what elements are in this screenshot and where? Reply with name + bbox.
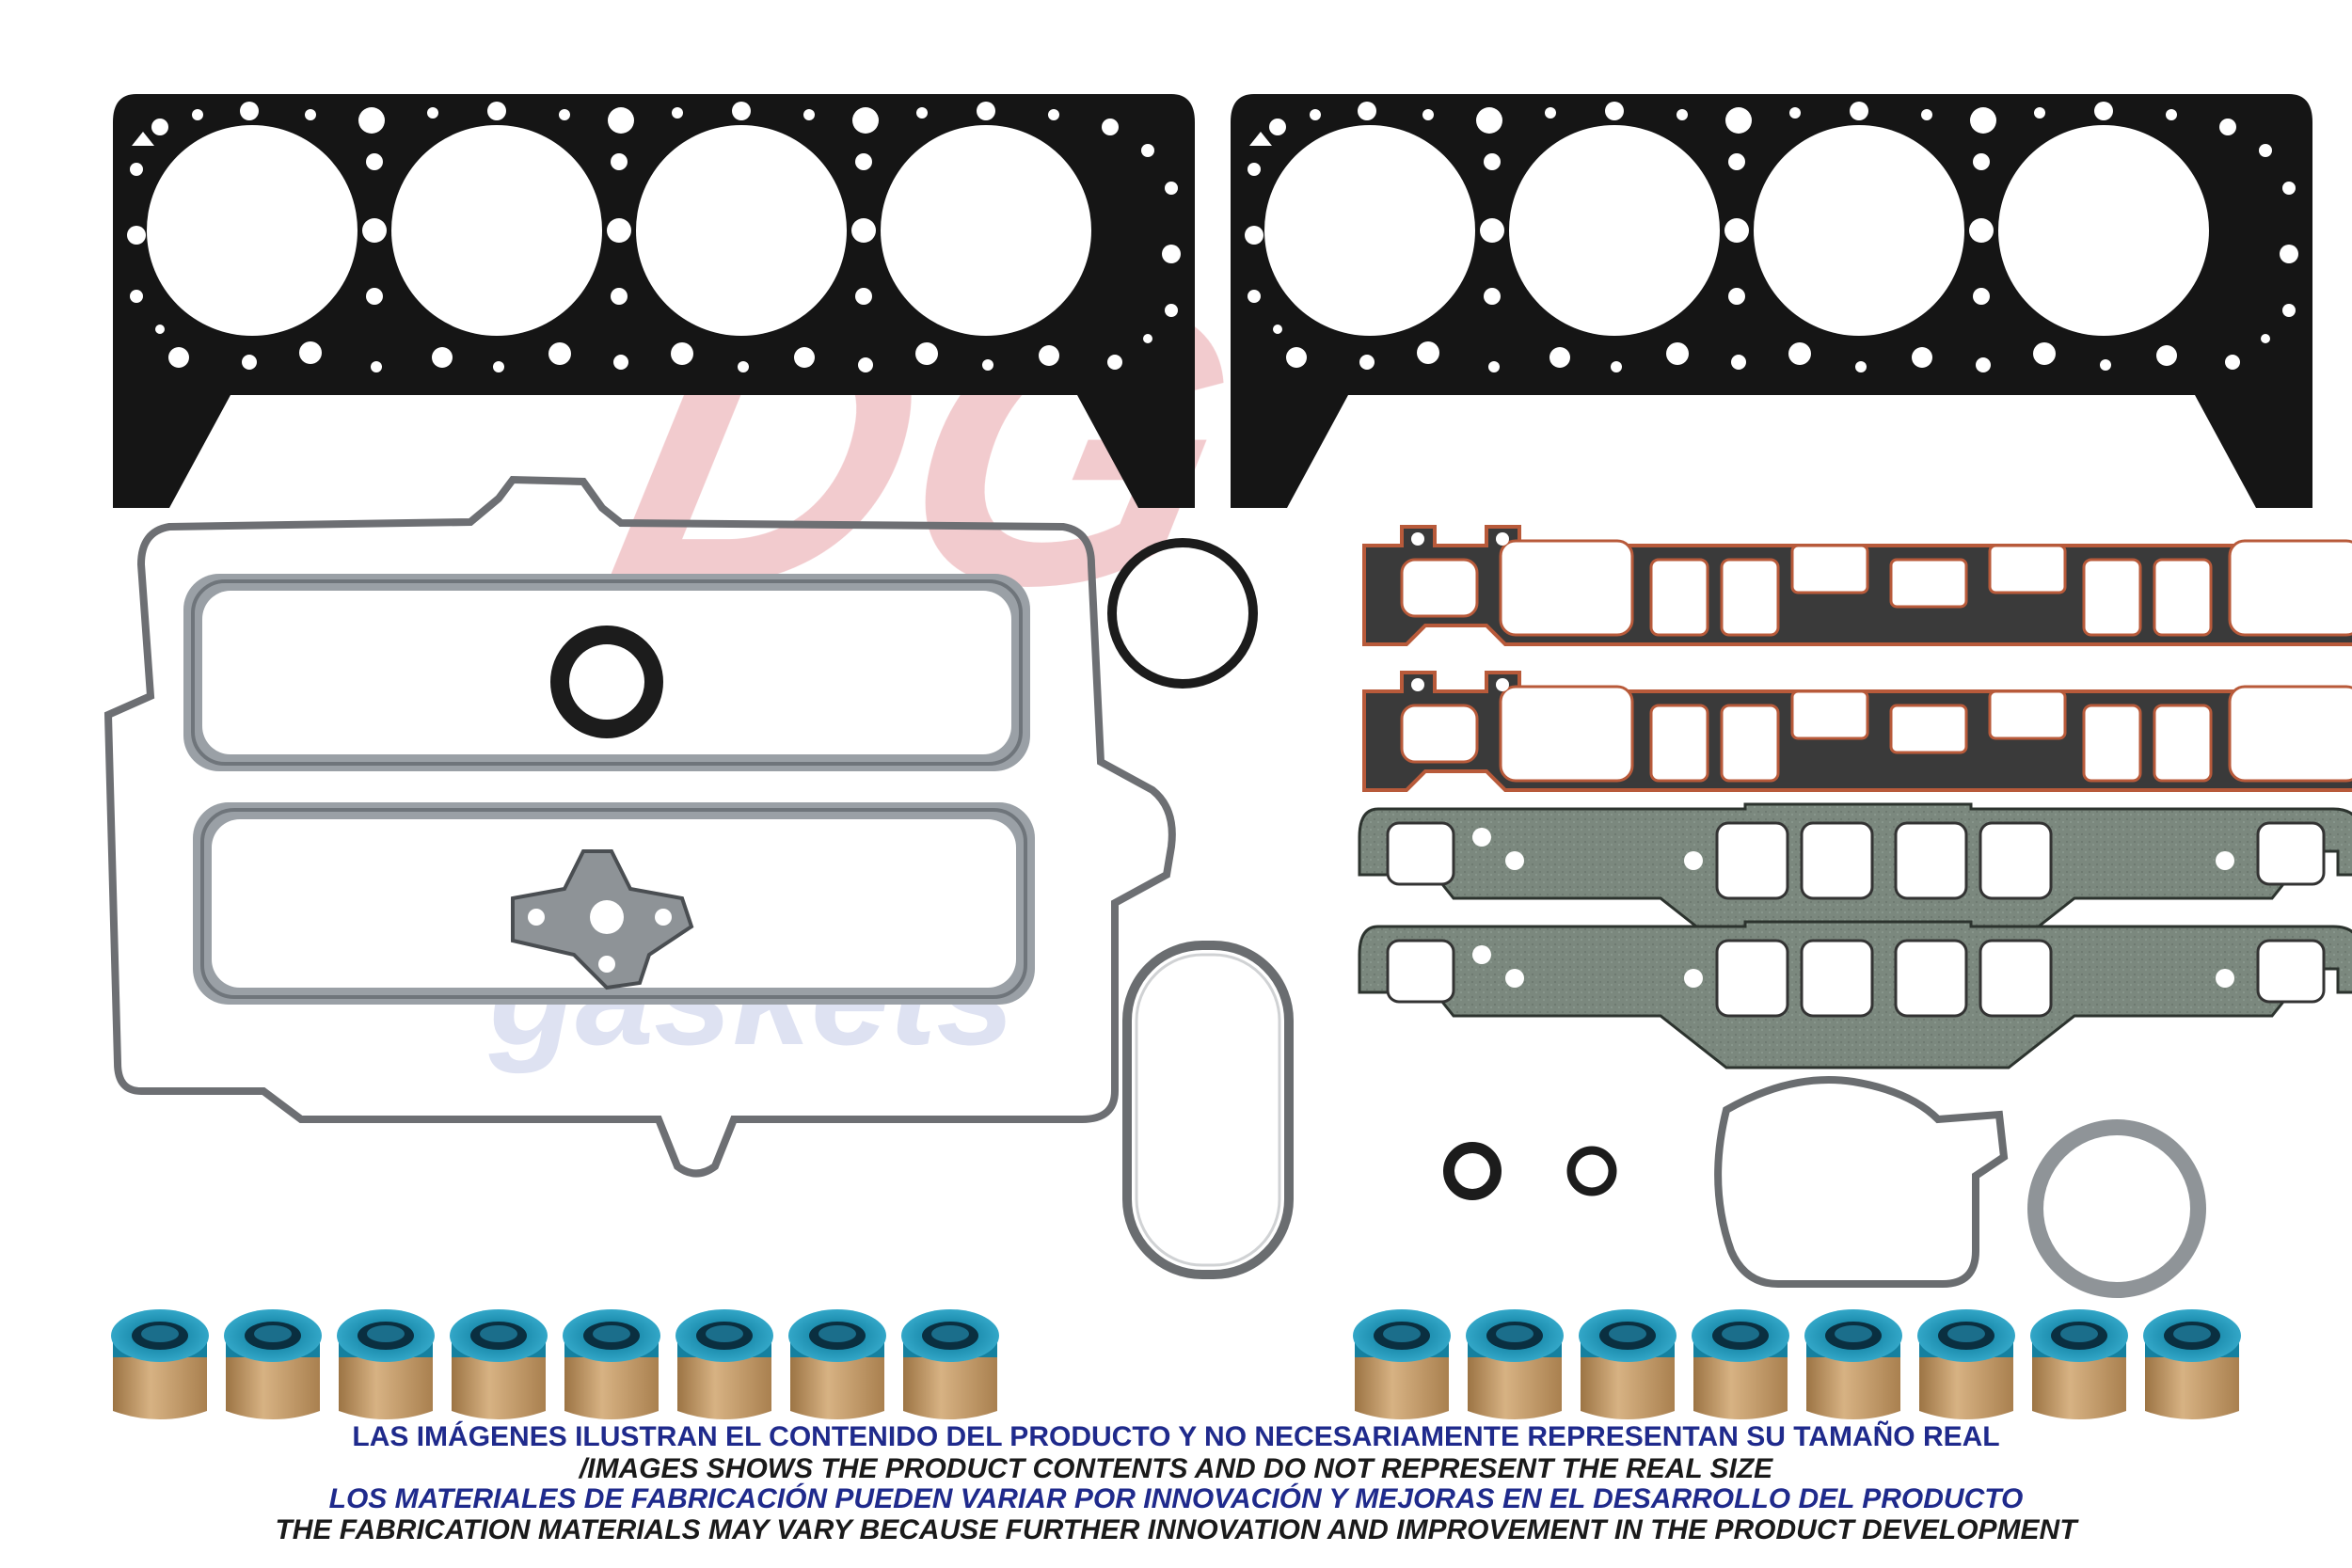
oring-large <box>1107 538 1258 689</box>
timing-cover-gasket <box>1714 1076 2009 1288</box>
rear-main-seal-gasket <box>2027 1119 2206 1298</box>
disclaimer-line-english-size: /IMAGES SHOWS THE PRODUCT CONTENTS AND D… <box>579 1453 1773 1484</box>
valve-cover-perimeter-gasket <box>103 475 1176 1178</box>
valve-seals-right <box>1353 1309 2241 1419</box>
disclaimer-line-spanish-materials: LOS MATERIALES DE FABRICACIÓN PUEDEN VAR… <box>328 1483 2024 1514</box>
egr-gasket <box>511 849 694 990</box>
oring-small-2 <box>1566 1146 1617 1196</box>
disclaimer-line-english-materials: THE FABRICATION MATERIALS MAY VARY BECAU… <box>275 1514 2077 1545</box>
disclaimer-line-spanish-size: LAS IMÁGENES ILUSTRAN EL CONTENIDO DEL P… <box>352 1421 2000 1452</box>
cylinder-head-gasket-right <box>1231 94 2312 508</box>
intake-manifold-gasket-bottom <box>1362 671 2352 792</box>
exhaust-manifold-gasket-bottom <box>1358 920 2352 1069</box>
oring-valve-cover <box>550 626 663 738</box>
oring-small-1 <box>1443 1142 1502 1200</box>
valve-seals-left <box>111 1309 999 1419</box>
valve-cover-gasket-top <box>183 574 1030 771</box>
oil-pan-oval-seal <box>1122 941 1294 1279</box>
intake-manifold-gasket-top <box>1362 525 2352 646</box>
